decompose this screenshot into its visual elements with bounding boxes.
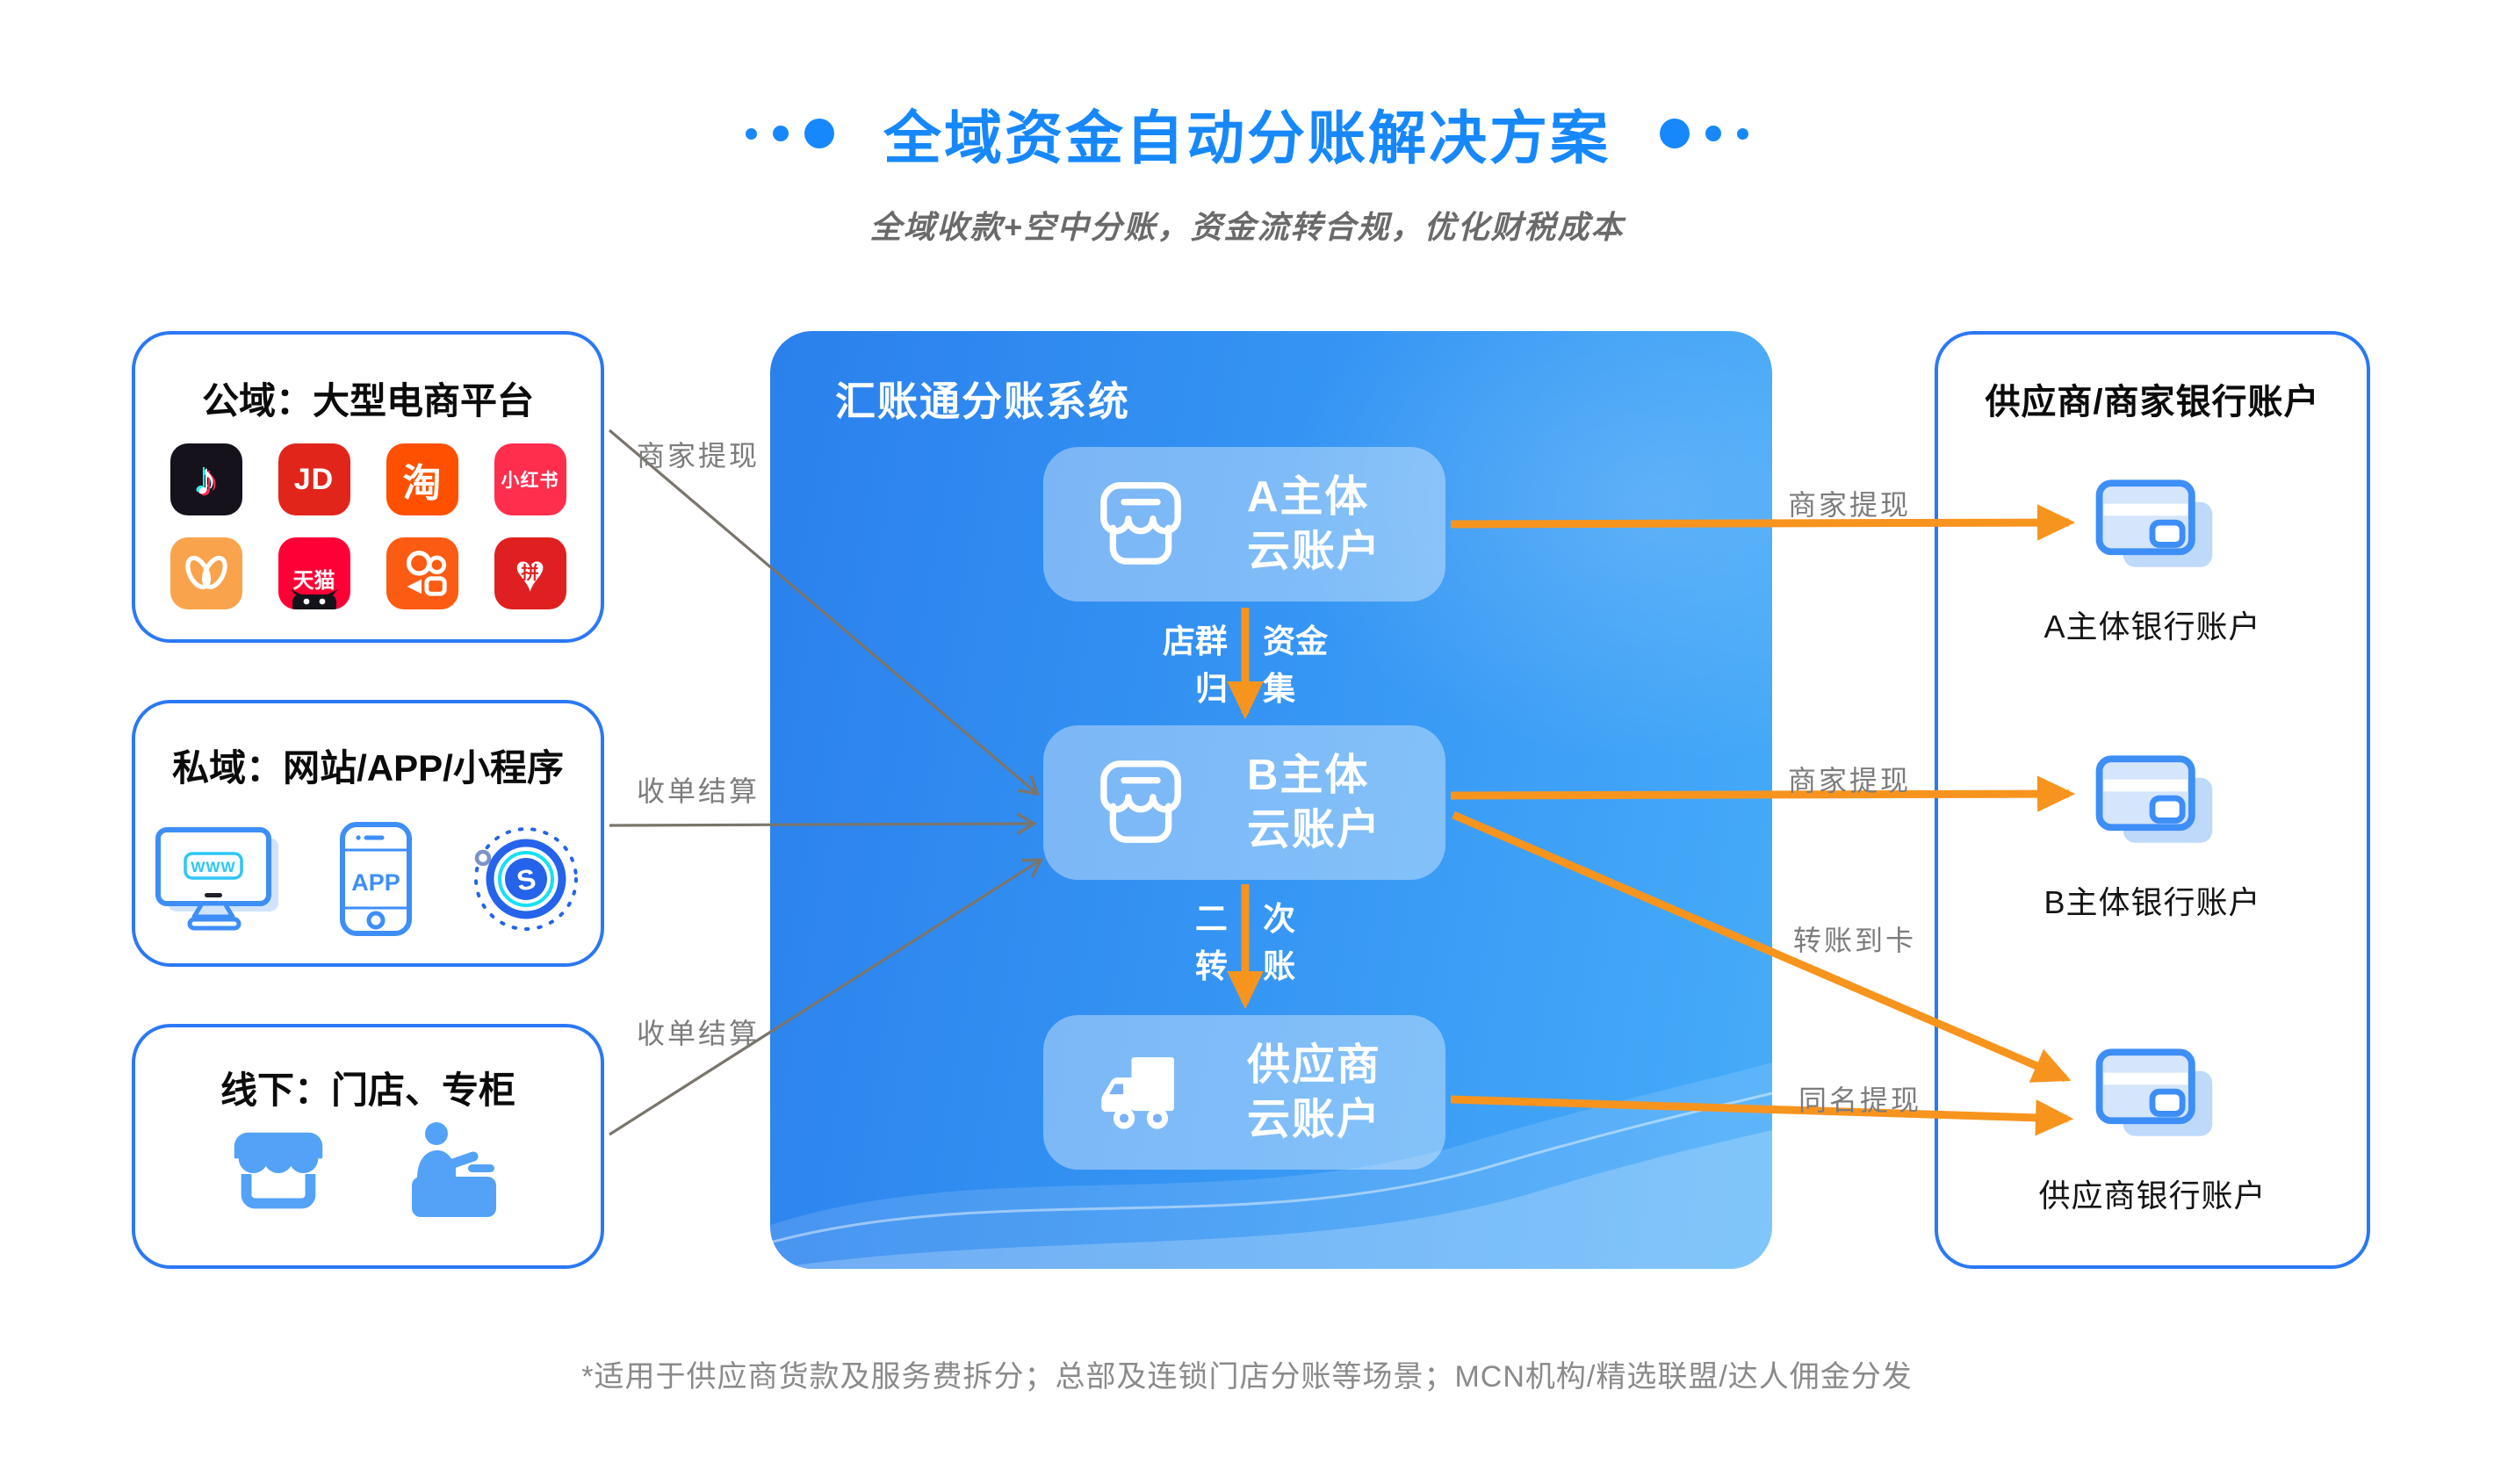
account-b-line1: B主体 bbox=[1247, 752, 1370, 799]
account-a-line2: 云账户 bbox=[1247, 528, 1382, 575]
taobao-icon: 淘 bbox=[386, 443, 458, 515]
douyin-icon: ♪ bbox=[169, 443, 242, 515]
account-supplier-line2: 云账户 bbox=[1247, 1096, 1382, 1143]
system-title: 汇账通分账系统 bbox=[835, 378, 1130, 424]
header: 全域资金自动分账解决方案 bbox=[0, 91, 2494, 176]
label-transfer-to-card: 转账到卡 bbox=[1792, 925, 1917, 956]
pinduoduo-icon: ♥ 拼 bbox=[494, 537, 566, 609]
private-domain-title: 私域：网站/APP/小程序 bbox=[172, 747, 564, 789]
cloud-account-b: B主体 云账户 bbox=[1043, 725, 1445, 880]
bank-account-a-label: A主体银行账户 bbox=[2043, 609, 2261, 645]
xiaohongshu-icon: 小红书 bbox=[494, 443, 566, 515]
split-system-panel: 汇账通分账系统 A主体 云账户 bbox=[770, 331, 1772, 1269]
bank-accounts-panel: 供应商/商家银行账户 A主体银行账户 B主体银行账户 bbox=[1935, 331, 2370, 1269]
bank-card-icon bbox=[2095, 1048, 2213, 1136]
bank-account-a: A主体银行账户 bbox=[1938, 473, 2367, 647]
app-icon-grid: ♪ JD 淘 小红书 天猫 bbox=[169, 443, 566, 609]
store-icon bbox=[234, 1132, 323, 1209]
svg-text:APP: APP bbox=[351, 869, 400, 896]
bank-card-icon bbox=[2095, 755, 2213, 843]
label-acquiring-settle-1: 收单结算 bbox=[636, 775, 760, 807]
bank-account-supplier: 供应商银行账户 bbox=[1938, 1042, 2367, 1216]
app-icon: APP bbox=[340, 822, 412, 936]
footnote: *适用于供应商货款及服务费拆分；总部及连锁门店分账等场景；MCN机构/精选联盟/… bbox=[581, 1360, 1913, 1394]
label-merchant-withdraw-b: 商家提现 bbox=[1787, 765, 1912, 796]
flow-collect-line2: 归 集 bbox=[1194, 671, 1296, 707]
storefront-icon bbox=[1100, 760, 1181, 843]
flow-collect-line1: 店群 资金 bbox=[1162, 623, 1329, 659]
flow-transfer-line1: 二 次 bbox=[1194, 901, 1296, 937]
account-supplier-line1: 供应商 bbox=[1247, 1041, 1382, 1089]
cloud-account-a: A主体 云账户 bbox=[1043, 447, 1445, 602]
label-same-name-withdraw: 同名提现 bbox=[1798, 1084, 1922, 1116]
label-acquiring-settle-2: 收单结算 bbox=[636, 1018, 760, 1049]
bank-account-supplier-label: 供应商银行账户 bbox=[2038, 1178, 2267, 1214]
website-icon: WWW bbox=[155, 827, 278, 931]
public-domain-title: 公域：大型电商平台 bbox=[201, 380, 534, 421]
label-merchant-withdraw-left: 商家提现 bbox=[636, 440, 760, 472]
offline-title: 线下：门店、专柜 bbox=[220, 1070, 515, 1111]
jd-icon: JD bbox=[278, 443, 350, 515]
bank-panel-title: 供应商/商家银行账户 bbox=[1985, 383, 2320, 421]
kuaishou-icon bbox=[386, 537, 458, 609]
miniprogram-icon: S bbox=[474, 827, 578, 931]
tmall-icon: 天猫 bbox=[278, 537, 350, 609]
flow-transfer-line2: 转 账 bbox=[1194, 948, 1296, 984]
page-subtitle: 全域收款+空中分账，资金流转合规，优化财税成本 bbox=[869, 209, 1625, 245]
title-dots-left-icon bbox=[746, 119, 834, 148]
bank-account-b: B主体银行账户 bbox=[1938, 749, 2367, 923]
bank-card-icon bbox=[2095, 479, 2213, 567]
public-domain-panel: 公域：大型电商平台 ♪ JD 淘 小红书 天猫 bbox=[132, 331, 604, 643]
bank-account-b-label: B主体银行账户 bbox=[2043, 884, 2261, 920]
counter-clerk-icon bbox=[412, 1122, 496, 1217]
svg-text:WWW: WWW bbox=[191, 859, 235, 875]
cloud-account-supplier: 供应商 云账户 bbox=[1043, 1015, 1445, 1170]
account-b-line2: 云账户 bbox=[1247, 806, 1382, 854]
title-dots-right-icon bbox=[1660, 119, 1748, 148]
truck-icon bbox=[1101, 1056, 1174, 1129]
private-domain-panel: 私域：网站/APP/小程序 WWW APP bbox=[132, 700, 604, 967]
offline-panel: 线下：门店、专柜 bbox=[132, 1024, 604, 1269]
label-merchant-withdraw-a: 商家提现 bbox=[1787, 489, 1912, 521]
page-title: 全域资金自动分账解决方案 bbox=[883, 105, 1611, 170]
storefront-icon bbox=[1100, 482, 1181, 565]
account-a-line1: A主体 bbox=[1247, 473, 1370, 521]
weidian-icon bbox=[169, 537, 242, 609]
